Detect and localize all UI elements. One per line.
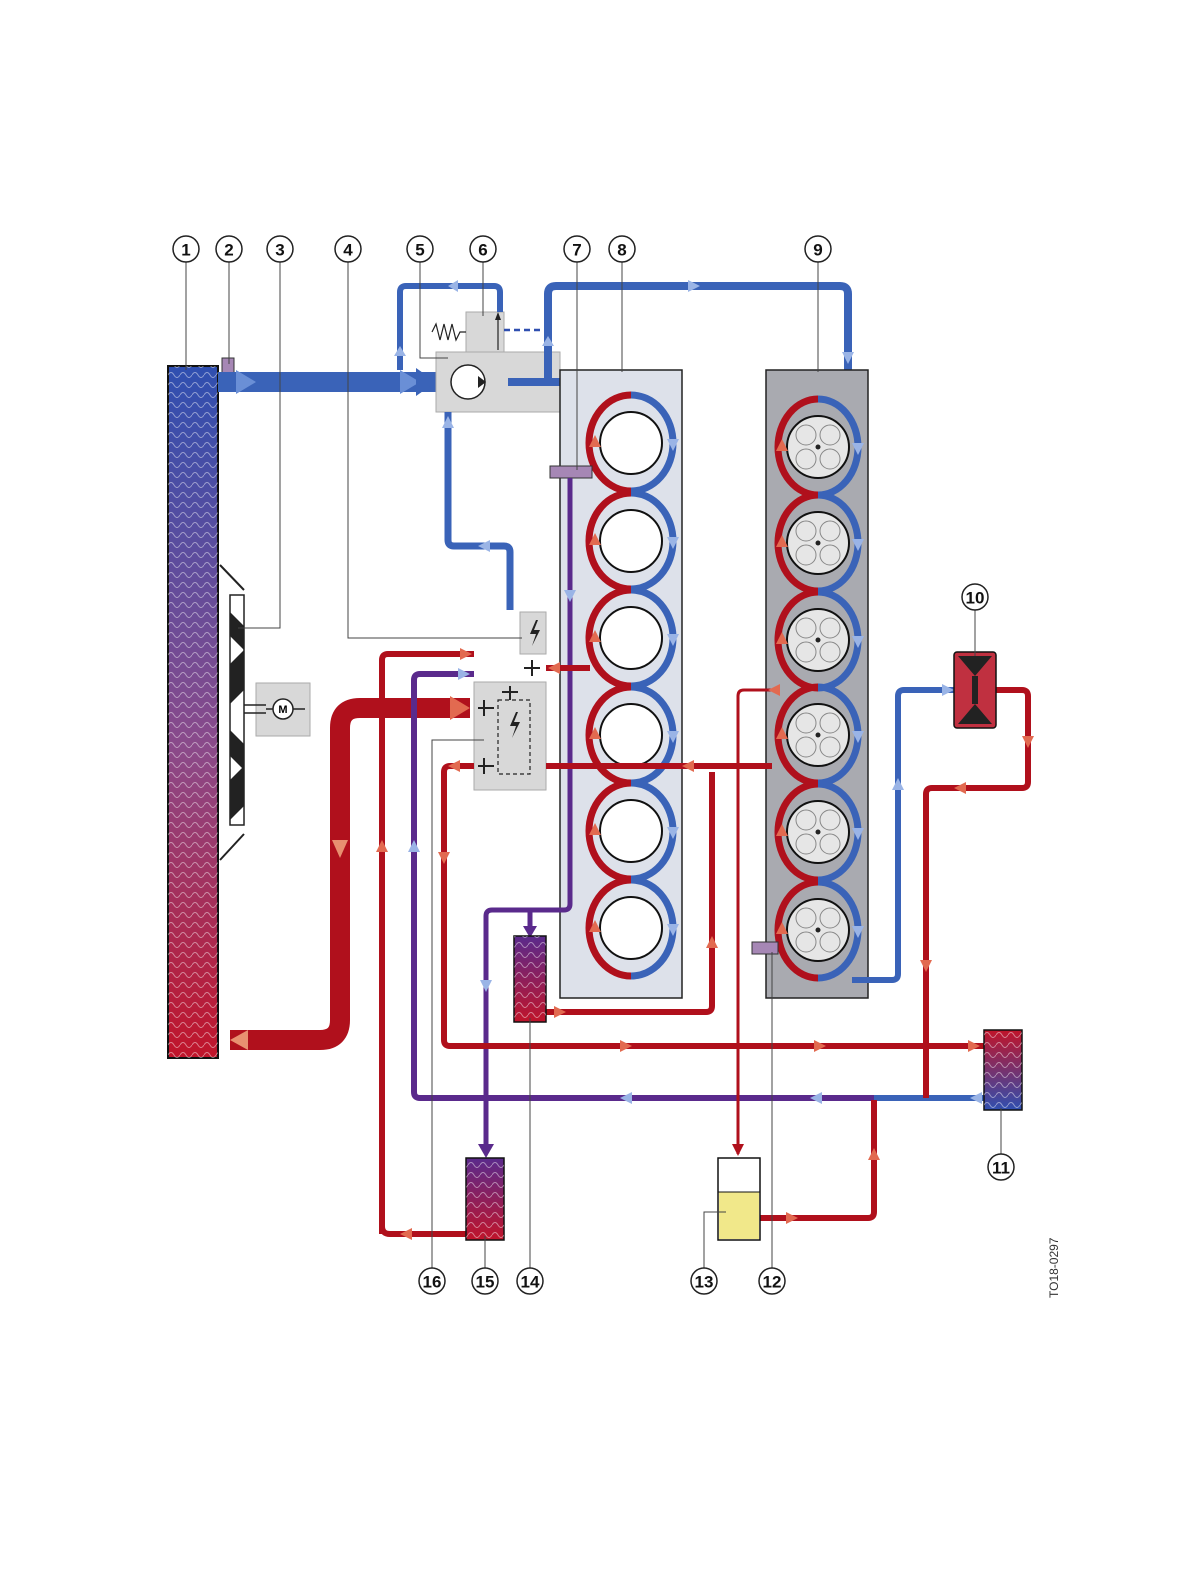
callout-6: 6	[470, 236, 496, 262]
expansion-tank	[718, 1158, 760, 1240]
thermostat-controller	[474, 612, 546, 790]
callout-9: 9	[805, 236, 831, 262]
svg-text:9: 9	[813, 241, 822, 260]
radiator-return-pipe	[230, 708, 470, 1040]
electric-fan: M	[220, 565, 310, 860]
spring-icon	[432, 324, 466, 340]
svg-text:2: 2	[224, 241, 233, 260]
callout-16: 16	[419, 1268, 445, 1294]
svg-text:3: 3	[275, 241, 284, 260]
svg-text:5: 5	[415, 241, 424, 260]
callout-14: 14	[517, 1268, 543, 1294]
motor-label: M	[278, 704, 287, 716]
radiator-to-pump-pipe	[218, 368, 436, 396]
callout-7: 7	[564, 236, 590, 262]
svg-text:12: 12	[763, 1273, 782, 1292]
callout-2: 2	[216, 236, 242, 262]
svg-text:16: 16	[423, 1273, 442, 1292]
callout-3: 3	[267, 236, 293, 262]
bank1-vent-pipe	[486, 478, 570, 1152]
heater-feed-pipe	[382, 654, 474, 1234]
callout-1: 1	[173, 236, 199, 262]
bank2-temperature-sensor	[752, 942, 778, 954]
callout-12: 12	[759, 1268, 785, 1294]
svg-text:4: 4	[343, 241, 353, 260]
svg-text:13: 13	[695, 1273, 714, 1292]
expansion-tank-return-pipe	[760, 1100, 874, 1218]
svg-text:8: 8	[617, 241, 626, 260]
heat-exchanger-11	[984, 1030, 1022, 1110]
svg-text:6: 6	[478, 241, 487, 260]
auxiliary-valve	[954, 652, 996, 728]
svg-text:7: 7	[572, 241, 581, 260]
document-code: TO18-0297	[1047, 1237, 1061, 1298]
callout-13: 13	[691, 1268, 717, 1294]
callout-10: 10	[962, 584, 988, 610]
callout-4: 4	[335, 236, 361, 262]
svg-text:10: 10	[966, 589, 985, 608]
callout-5: 5	[407, 236, 433, 262]
radiator	[168, 366, 218, 1058]
callout-11: 11	[988, 1154, 1014, 1180]
pump-to-bank2-pipe	[548, 286, 848, 378]
coolant-pump-assembly	[432, 312, 560, 412]
callout-15: 15	[472, 1268, 498, 1294]
svg-text:14: 14	[521, 1273, 540, 1292]
callout-8: 8	[609, 236, 635, 262]
svg-text:11: 11	[992, 1159, 1010, 1178]
heater-core-15	[466, 1158, 504, 1240]
svg-text:15: 15	[476, 1273, 495, 1292]
oil-cooler-14	[514, 936, 546, 1022]
svg-text:1: 1	[181, 241, 190, 260]
controller-to-pump-pipe	[448, 412, 510, 610]
bank1-temperature-sensor	[550, 466, 592, 478]
